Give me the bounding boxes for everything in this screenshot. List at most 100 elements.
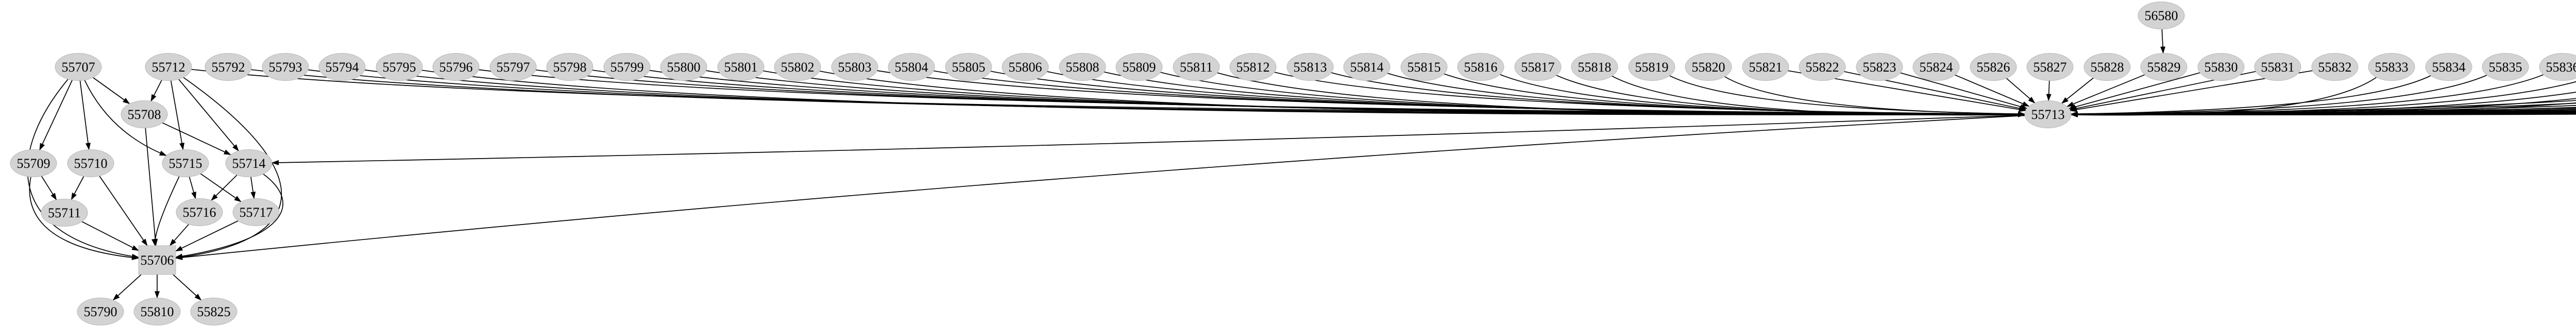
node-ellipse-shape xyxy=(318,53,366,81)
node-ellipse-shape xyxy=(2083,53,2131,81)
node-ellipse-shape xyxy=(376,53,423,81)
edge-55711-55706 xyxy=(81,221,139,251)
node-55716: 55716 xyxy=(176,198,223,226)
node-55819: 55819 xyxy=(1628,53,1675,81)
node-55815: 55815 xyxy=(1400,53,1448,81)
node-ellipse-shape xyxy=(1571,53,1618,81)
node-55826: 55826 xyxy=(1970,53,2017,81)
node-label-55805: 55805 xyxy=(952,60,986,75)
edge-55858-55713 xyxy=(2071,111,2576,117)
node-label-55834: 55834 xyxy=(2432,60,2466,75)
node-ellipse-shape xyxy=(2311,53,2359,81)
node-ellipse-shape xyxy=(2197,53,2245,81)
node-55715: 55715 xyxy=(162,149,209,177)
node-55834: 55834 xyxy=(2425,53,2472,81)
node-ellipse-shape xyxy=(232,198,280,226)
node-55806: 55806 xyxy=(1002,53,1049,81)
node-55709: 55709 xyxy=(10,149,57,177)
node-ellipse-shape xyxy=(1173,53,1220,81)
node-55827: 55827 xyxy=(2026,53,2074,81)
node-label-55811: 55811 xyxy=(1180,60,1213,75)
node-ellipse-shape xyxy=(1343,53,1391,81)
node-label-55794: 55794 xyxy=(326,60,359,75)
node-55713: 55713 xyxy=(2024,100,2072,128)
node-label-55792: 55792 xyxy=(212,60,245,75)
node-label-55816: 55816 xyxy=(1464,60,1498,75)
node-label-55714: 55714 xyxy=(232,156,266,171)
node-55824: 55824 xyxy=(1912,53,1960,81)
edge-56580-55829 xyxy=(2160,29,2166,54)
node-ellipse-shape xyxy=(2138,2,2185,29)
edge-55715-55706 xyxy=(151,176,180,246)
node-55812: 55812 xyxy=(1229,53,1277,81)
node-55802: 55802 xyxy=(774,53,821,81)
node-ellipse-shape xyxy=(603,53,651,81)
node-label-55835: 55835 xyxy=(2489,60,2522,75)
node-label-55814: 55814 xyxy=(1350,60,1384,75)
edge-55834-55713 xyxy=(2071,75,2431,117)
node-ellipse-shape xyxy=(1400,53,1448,81)
node-ellipse-shape xyxy=(1286,53,1334,81)
node-55792: 55792 xyxy=(205,53,252,81)
node-55710: 55710 xyxy=(67,149,114,177)
edge-55707-55715 xyxy=(84,80,167,156)
edge-55712-55708 xyxy=(150,80,162,102)
node-55793: 55793 xyxy=(262,53,309,81)
node-55803: 55803 xyxy=(831,53,878,81)
node-56580: 56580 xyxy=(2138,2,2185,29)
node-55814: 55814 xyxy=(1343,53,1391,81)
node-label-55709: 55709 xyxy=(17,156,50,171)
node-label-55707: 55707 xyxy=(62,60,95,75)
node-55708: 55708 xyxy=(121,100,168,128)
node-label-55832: 55832 xyxy=(2318,60,2352,75)
node-label-55813: 55813 xyxy=(1294,60,1327,75)
node-ellipse-shape xyxy=(1742,53,1789,81)
node-label-55831: 55831 xyxy=(2261,60,2295,75)
node-label-55706: 55706 xyxy=(141,253,174,268)
node-label-55799: 55799 xyxy=(611,60,644,75)
edge-55789-55713 xyxy=(2071,112,2576,117)
node-ellipse-shape xyxy=(190,298,238,325)
node-label-55821: 55821 xyxy=(1749,60,1783,75)
node-55833: 55833 xyxy=(2368,53,2415,81)
node-label-55796: 55796 xyxy=(439,60,473,75)
edge-55707-55710 xyxy=(79,80,91,150)
node-ellipse-shape xyxy=(67,149,114,177)
node-ellipse-shape xyxy=(121,100,168,128)
edge-55708-55706 xyxy=(145,128,158,246)
node-ellipse-shape xyxy=(489,53,537,81)
node-55832: 55832 xyxy=(2311,53,2359,81)
node-55816: 55816 xyxy=(1457,53,1504,81)
node-55821: 55821 xyxy=(1742,53,1789,81)
node-ellipse-shape xyxy=(1115,53,1163,81)
node-55813: 55813 xyxy=(1286,53,1334,81)
node-ellipse-shape xyxy=(2368,53,2415,81)
node-ellipse-shape xyxy=(2024,100,2072,128)
node-ellipse-shape xyxy=(1457,53,1504,81)
node-55805: 55805 xyxy=(945,53,992,81)
edge-55707-55708 xyxy=(93,77,130,105)
node-label-55800: 55800 xyxy=(667,60,701,75)
node-ellipse-shape xyxy=(41,199,88,227)
node-label-56580: 56580 xyxy=(2145,8,2178,23)
node-55717: 55717 xyxy=(232,198,280,226)
edge-55713-55706 xyxy=(175,115,2025,260)
edge-55791-55713 xyxy=(2071,111,2576,117)
edge-55712-55714 xyxy=(178,79,239,151)
node-ellipse-shape xyxy=(546,53,594,81)
edge-55824-55713 xyxy=(1955,74,2030,107)
edge-55708-55714 xyxy=(162,122,231,156)
node-ellipse-shape xyxy=(1912,53,1960,81)
edge-55823-55713 xyxy=(1900,72,2028,109)
node-ellipse-shape xyxy=(262,53,309,81)
node-label-55823: 55823 xyxy=(1863,60,1896,75)
node-label-55793: 55793 xyxy=(269,60,302,75)
node-label-55804: 55804 xyxy=(895,60,928,75)
node-55712: 55712 xyxy=(145,53,192,81)
node-ellipse-shape xyxy=(145,53,192,81)
node-label-55829: 55829 xyxy=(2147,60,2181,75)
node-label-55817: 55817 xyxy=(1521,60,1555,75)
edge-55709-55706 xyxy=(29,177,139,261)
